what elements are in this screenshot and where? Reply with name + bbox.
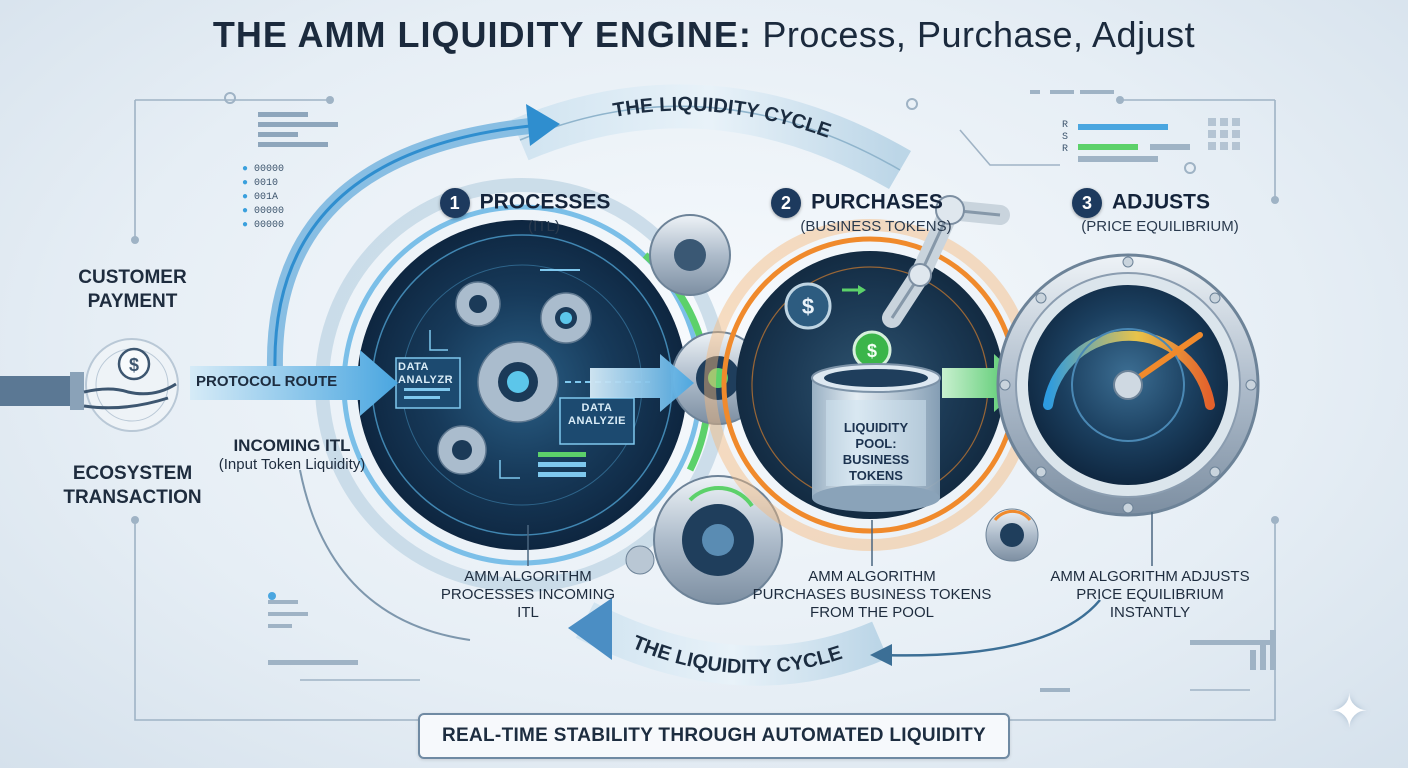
step-1-heading: 1 PROCESSES (ITL) [425, 188, 625, 235]
readout-letters: R S R [1062, 120, 1068, 156]
step-3-heading: 3 ADJUSTS (PRICE EQUILIBRIUM) [1036, 188, 1246, 235]
footer-banner: REAL-TIME STABILITY THROUGH AUTOMATED LI… [418, 713, 1010, 759]
data-analyzer-panel-2: DATA ANALYZIE [560, 402, 634, 428]
step-2-caption-line: AMM ALGORITHM [808, 568, 936, 585]
step-1-caption-line: ITL [517, 604, 539, 621]
cycle-arc-bottom [575, 602, 888, 686]
step-2-title: PURCHASES [811, 190, 943, 214]
step-1-title: PROCESSES [479, 190, 611, 214]
step-2-caption: AMM ALGORITHM PURCHASES BUSINESS TOKENS … [752, 568, 992, 622]
svg-text:$: $ [802, 294, 814, 319]
ecosystem-line1: ECOSYSTEM [72, 463, 193, 484]
title-rest: Process, Purchase, Adjust [751, 14, 1196, 55]
data-analyzer-1-line2: ANALYZR [398, 374, 454, 386]
readout-letter: R [1062, 144, 1069, 155]
purchases-wheel: $ $ [704, 195, 1036, 551]
step-2-caption-line: FROM THE POOL [810, 604, 934, 621]
step-3-caption-line: AMM ALGORITHM ADJUSTS [1050, 568, 1250, 585]
pool-line2: POOL: [855, 436, 897, 451]
customer-payment-line1: CUSTOMER [78, 267, 187, 288]
step-2-heading: 2 PURCHASES (BUSINESS TOKENS) [742, 188, 972, 235]
readout-bars-bottom [268, 592, 1276, 692]
data-analyzer-1-line1: DATA [398, 361, 429, 373]
readout-letter: R [1062, 120, 1069, 131]
cycle-arrow-bottom-head [568, 598, 612, 660]
ecosystem-transaction-label: ECOSYSTEM TRANSACTION [40, 462, 225, 510]
customer-payment-line2: PAYMENT [87, 291, 178, 312]
adjusts-dial [985, 253, 1260, 562]
step-1-caption-line: AMM ALGORITHM [464, 568, 592, 585]
customer-payment-label: CUSTOMER PAYMENT [40, 266, 225, 314]
incoming-itl-sub: (Input Token Liquidity) [218, 456, 366, 473]
circuit-nodes [131, 92, 1279, 524]
binary-line: 00000 [254, 206, 285, 217]
readout-bars-topright [1030, 90, 1240, 162]
step-2-caption-line: PURCHASES BUSINESS TOKENS [752, 586, 992, 603]
liquidity-pool-label: LIQUIDITY POOL: BUSINESS TOKENS [826, 420, 926, 484]
step-3-caption: AMM ALGORITHM ADJUSTS PRICE EQUILIBRIUM … [1030, 568, 1270, 622]
binary-line: 0010 [254, 178, 279, 189]
data-analyzer-panel-1: DATA ANALYZR [398, 361, 458, 387]
svg-text:$: $ [867, 341, 877, 361]
readout-bars-topleft [258, 112, 338, 147]
svg-text:$: $ [129, 355, 139, 375]
pool-line4: TOKENS [849, 468, 903, 483]
binary-readout: ● 00000 ● 0010 ● 001A ● 00000 ● 00000 [242, 164, 285, 231]
binary-line: 00000 [254, 164, 285, 175]
step-3-caption-line: INSTANTLY [1109, 604, 1191, 621]
step-1-caption: AMM ALGORITHM PROCESSES INCOMING ITL [418, 568, 638, 622]
step-3-title: ADJUSTS [1111, 190, 1211, 214]
step-1-number: 1 [439, 188, 470, 218]
step-3-sub: (PRICE EQUILIBRIUM) [1081, 218, 1239, 235]
data-analyzer-2-line1: DATA [581, 402, 613, 414]
incoming-itl-label: INCOMING ITL [233, 436, 351, 455]
protocol-route-label: PROTOCOL ROUTE [196, 373, 338, 390]
step-3-number: 3 [1071, 188, 1102, 218]
pool-line1: LIQUIDITY [843, 420, 909, 435]
step-1-sub: (ITL) [528, 218, 560, 235]
ecosystem-line2: TRANSACTION [63, 487, 202, 508]
step-2-sub: (BUSINESS TOKENS) [800, 218, 952, 235]
cycle-arc-top [511, 84, 912, 190]
binary-line: 00000 [254, 220, 285, 231]
readout-letter: S [1062, 132, 1069, 143]
title-bold: THE AMM LIQUIDITY ENGINE: [212, 14, 752, 55]
step-1-caption-line: PROCESSES INCOMING [440, 586, 616, 603]
payment-hand: $ [0, 338, 179, 432]
sparkle-icon: ✦ [1330, 685, 1369, 737]
page-title: THE AMM LIQUIDITY ENGINE: Process, Purch… [0, 14, 1408, 56]
incoming-itl-block: INCOMING ITL (Input Token Liquidity) [192, 436, 392, 473]
step-2-number: 2 [771, 188, 802, 218]
data-analyzer-2-line2: ANALYZIE [568, 415, 626, 427]
circuit-lines [134, 99, 1276, 721]
step-3-caption-line: PRICE EQUILIBRIUM [1076, 586, 1224, 603]
pool-line3: BUSINESS [842, 452, 910, 467]
binary-line: 001A [254, 192, 279, 203]
caption-connectors [527, 512, 1153, 566]
protocol-route-arrow [190, 350, 398, 416]
